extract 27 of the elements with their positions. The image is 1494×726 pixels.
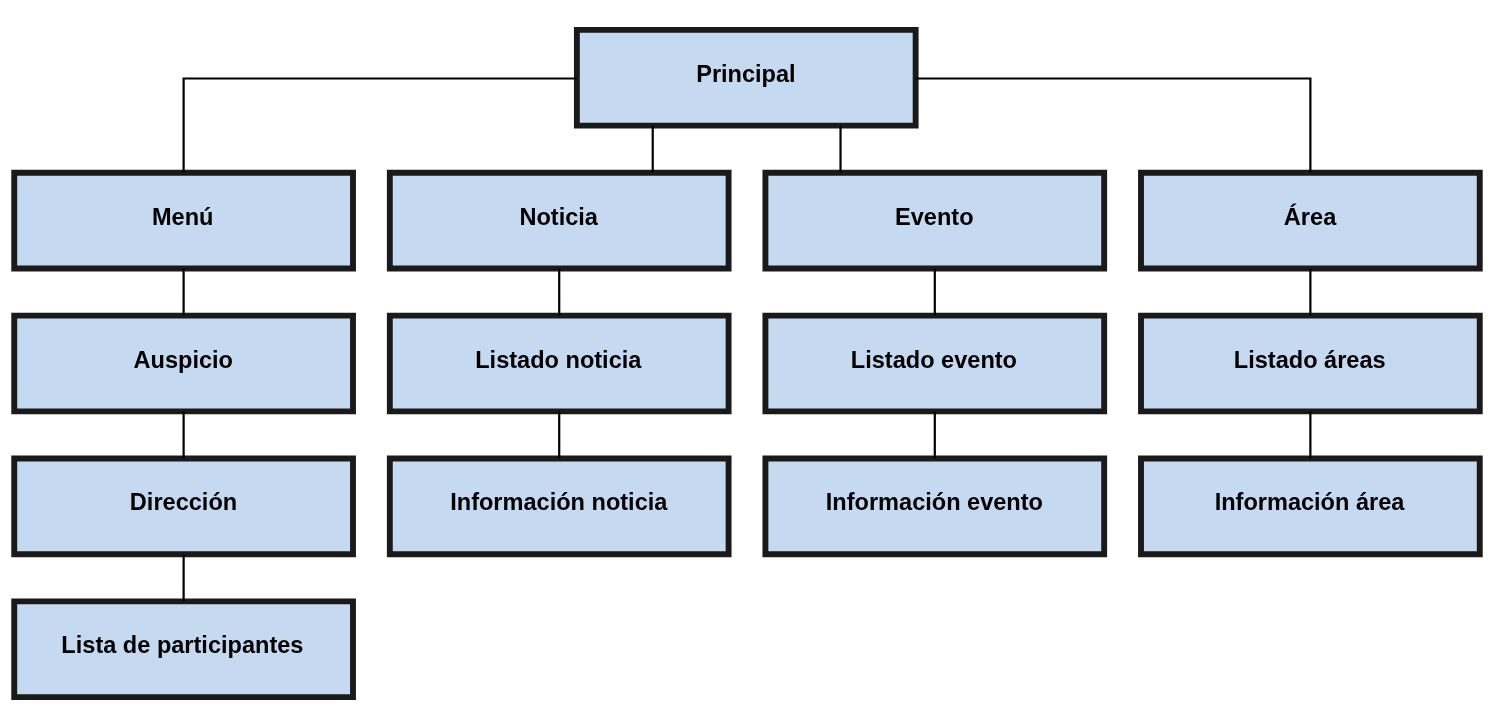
node-box: Información evento xyxy=(762,455,1108,557)
connector xyxy=(1309,268,1312,315)
node-box: Lista de participantes xyxy=(11,597,356,700)
node-box: Menú xyxy=(11,169,356,271)
node-box: Área xyxy=(1138,169,1483,271)
connector xyxy=(839,125,842,173)
connector xyxy=(915,76,1312,172)
node-box: Listado noticia xyxy=(386,312,732,414)
node-box: Principal xyxy=(573,26,919,129)
node-box: Listado evento xyxy=(762,312,1108,414)
connector xyxy=(558,268,561,315)
node-box: Evento xyxy=(762,169,1108,271)
node-box: Dirección xyxy=(11,455,356,557)
connector xyxy=(558,410,561,458)
node-box: Listado áreas xyxy=(1138,312,1483,414)
connector xyxy=(182,76,577,172)
connector xyxy=(1309,410,1312,458)
node-box: Información noticia xyxy=(386,455,732,557)
connector xyxy=(182,268,185,315)
connector xyxy=(933,268,936,315)
connector xyxy=(651,125,654,173)
node-box: Información área xyxy=(1138,455,1483,557)
connector xyxy=(182,410,185,458)
connector xyxy=(182,553,185,601)
node-box: Noticia xyxy=(386,169,732,271)
connector xyxy=(933,410,936,458)
node-box: Auspicio xyxy=(11,312,356,414)
